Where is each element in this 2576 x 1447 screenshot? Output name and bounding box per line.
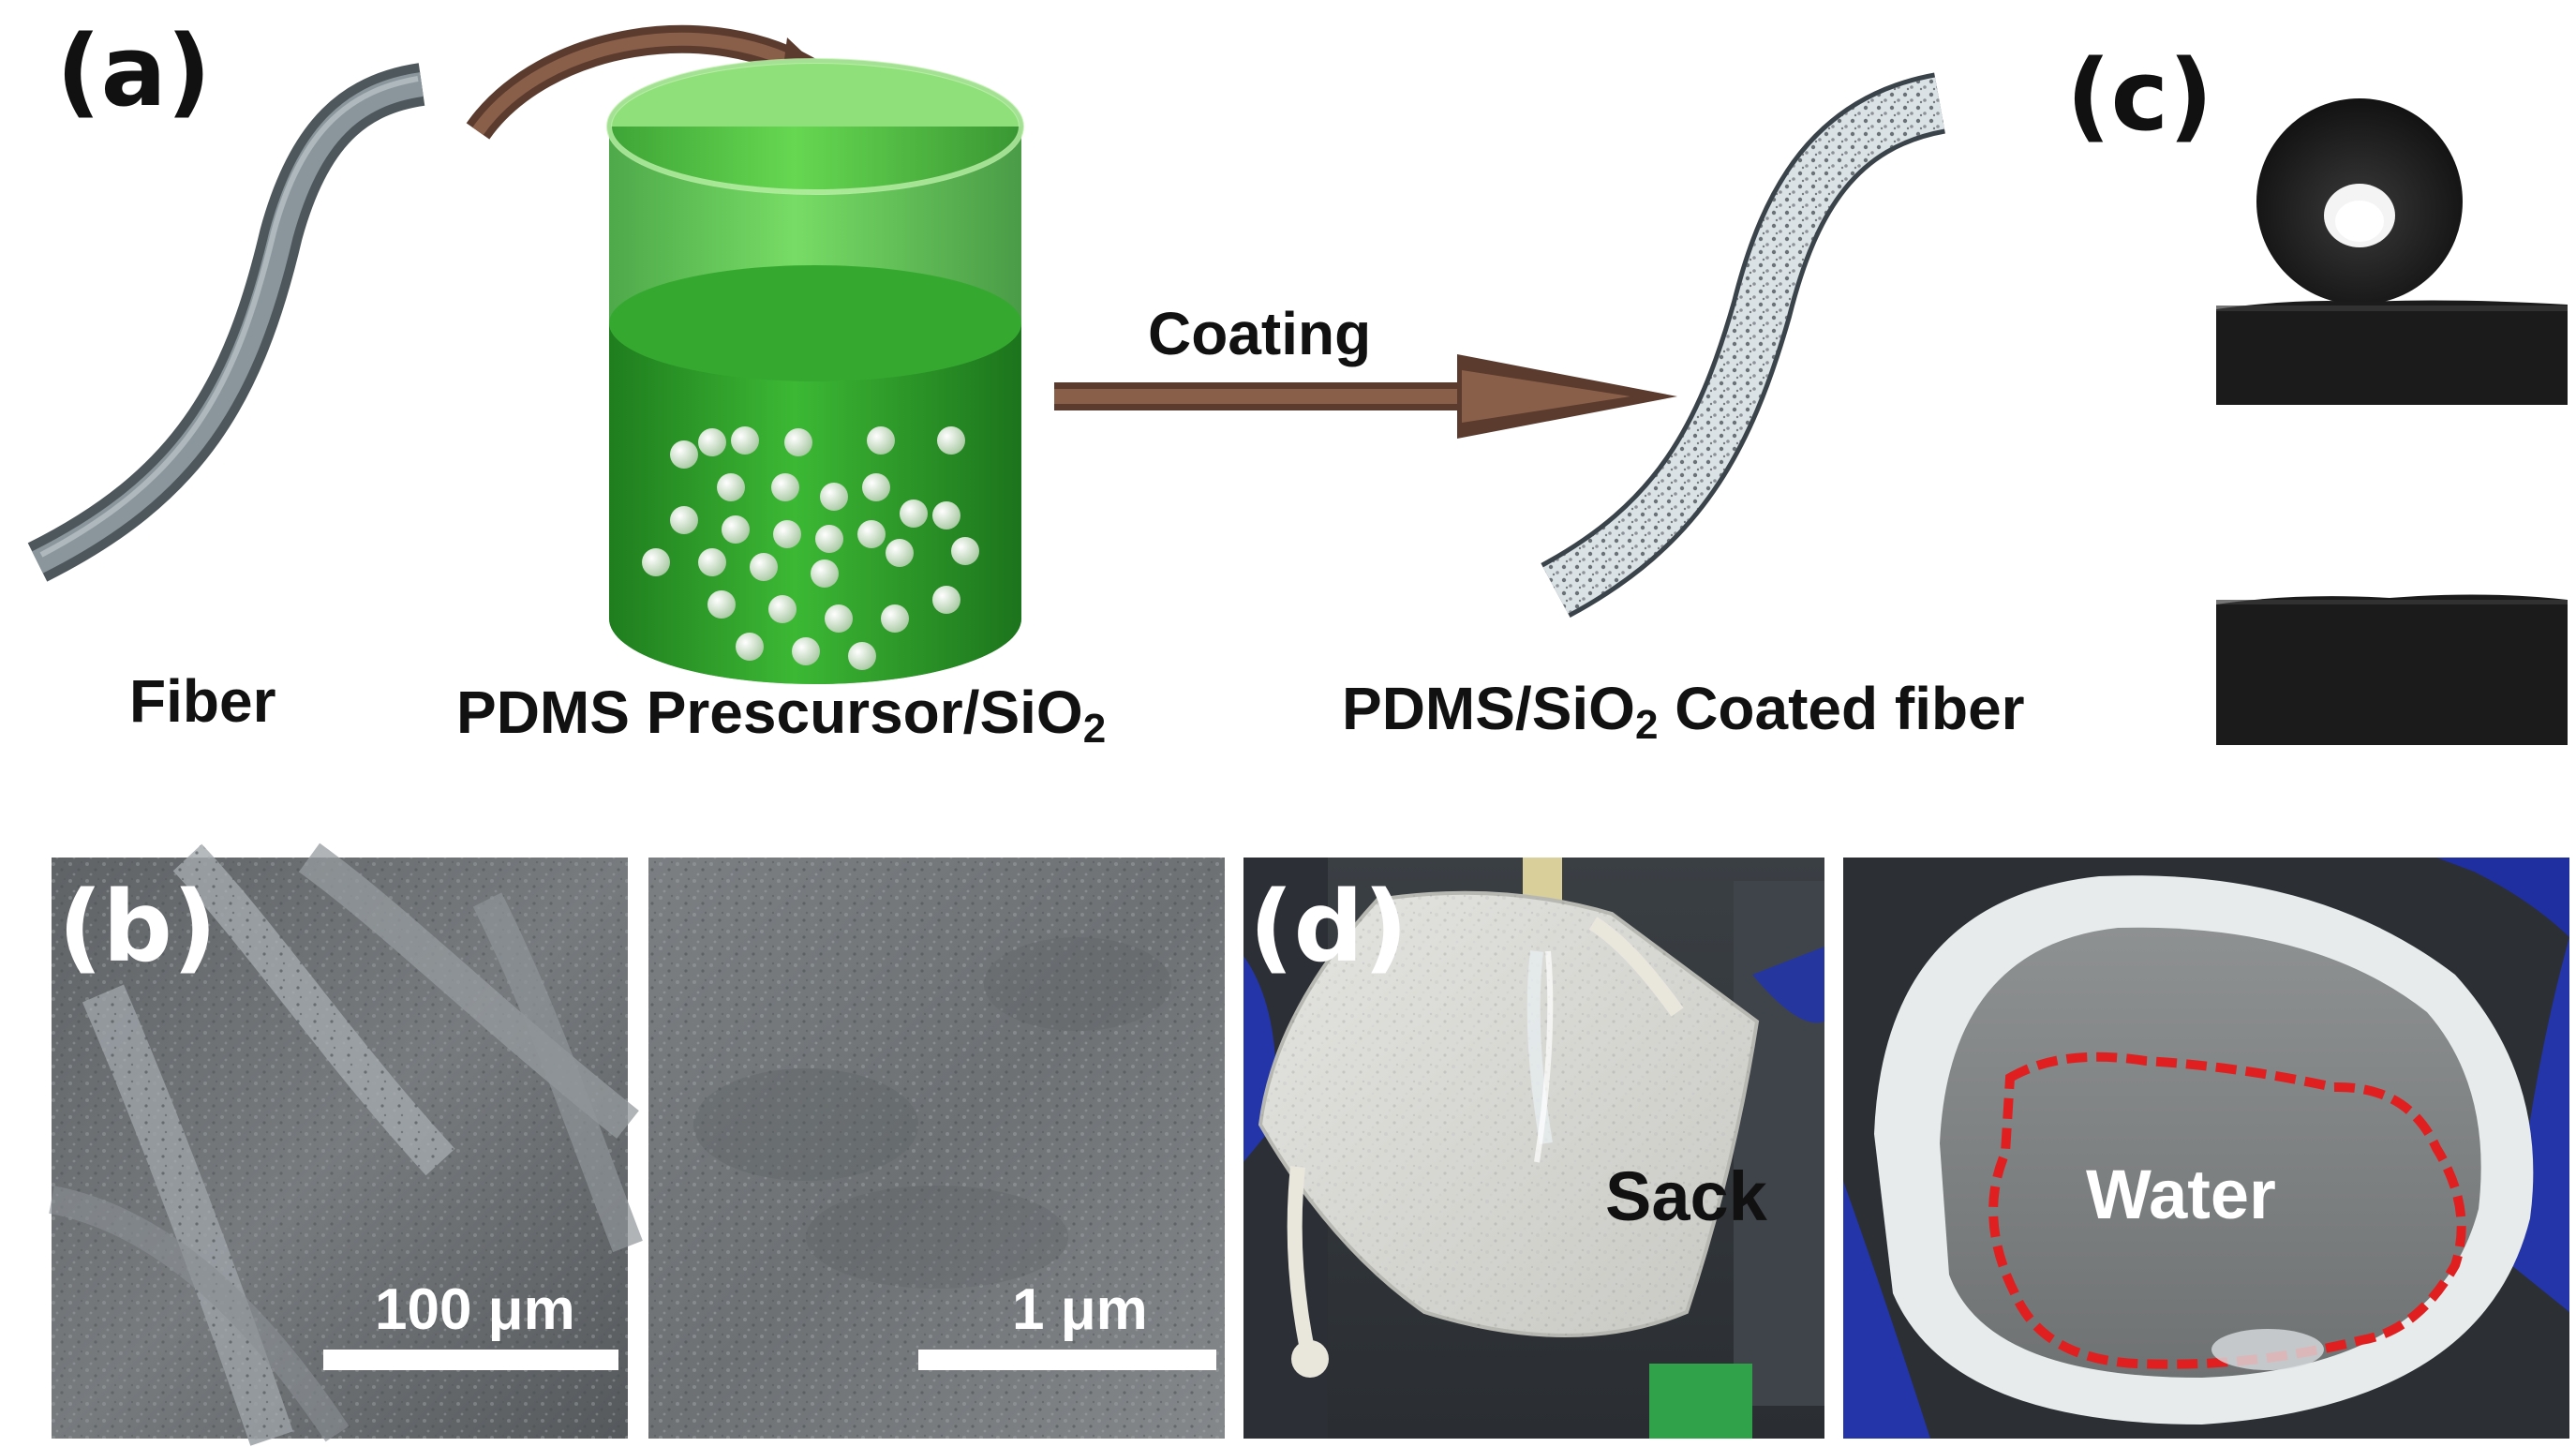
panel-a-label: (a) bbox=[56, 14, 211, 128]
contact-angle-image-top bbox=[2216, 37, 2568, 405]
precursor-caption: PDMS Prescursor/SiO2 bbox=[456, 679, 1106, 752]
fiber-caption: Fiber bbox=[129, 667, 275, 735]
beaker-illustration bbox=[606, 58, 1024, 684]
panel-d-label: (d) bbox=[1249, 870, 1408, 984]
photo-sack-holding-water bbox=[1843, 858, 2569, 1439]
sem-image-low-magnification bbox=[49, 843, 643, 1446]
water-label: Water bbox=[2086, 1156, 2276, 1233]
fiber-illustration bbox=[27, 63, 425, 582]
contact-angle-image-bottom bbox=[2216, 594, 2568, 745]
scale-bar-1um bbox=[918, 1350, 1216, 1370]
coating-label: Coating bbox=[1148, 300, 1371, 367]
photo-sack-pouring bbox=[1243, 858, 1824, 1439]
sem-image-high-magnification bbox=[648, 858, 1225, 1439]
sio2-particles bbox=[642, 426, 979, 670]
panel-c-label: (c) bbox=[2066, 38, 2213, 153]
scale-bar-100um bbox=[323, 1350, 618, 1370]
scale-bar-1um-label: 1 μm bbox=[1012, 1277, 1148, 1342]
scale-bar-100um-label: 100 μm bbox=[375, 1277, 575, 1342]
sack-label: Sack bbox=[1605, 1157, 1768, 1235]
panel-b-label: (b) bbox=[58, 870, 217, 984]
coated-fiber-illustration bbox=[1541, 72, 1946, 619]
coated-fiber-caption: PDMS/SiO2 Coated fiber bbox=[1342, 675, 2025, 748]
coating-arrow-icon bbox=[1054, 354, 1677, 439]
